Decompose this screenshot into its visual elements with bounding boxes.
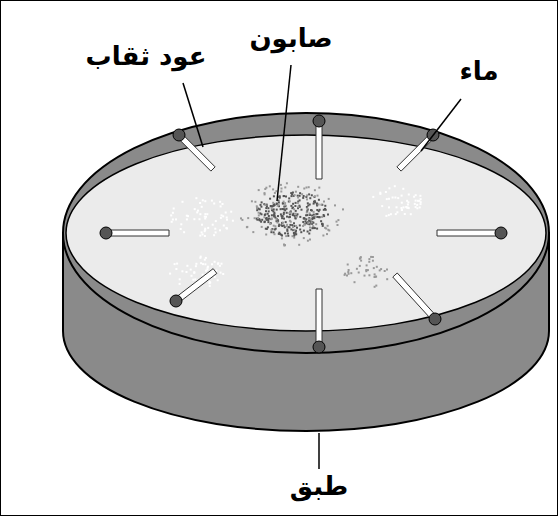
- matchstick: [437, 230, 501, 236]
- water-surface: [66, 135, 546, 331]
- match-head: [495, 227, 507, 239]
- matchstick: [106, 230, 169, 236]
- match-head: [100, 227, 112, 239]
- part-label: عود ثقاب: [83, 41, 210, 72]
- part-label: طبق: [287, 471, 352, 502]
- leader-lines: [183, 65, 461, 469]
- part-label: ماء: [456, 56, 501, 87]
- part-label: صابون: [246, 23, 335, 54]
- match-head: [313, 341, 325, 353]
- match-head: [170, 295, 182, 307]
- matchstick: [393, 273, 437, 321]
- match-head: [173, 129, 185, 141]
- match-head: [429, 313, 441, 325]
- soap-speckles: [169, 182, 422, 288]
- matchstick: [316, 121, 322, 179]
- dish-rim: [63, 113, 549, 353]
- match-head: [313, 115, 325, 127]
- matchsticks: [100, 115, 507, 353]
- matchstick: [316, 289, 322, 347]
